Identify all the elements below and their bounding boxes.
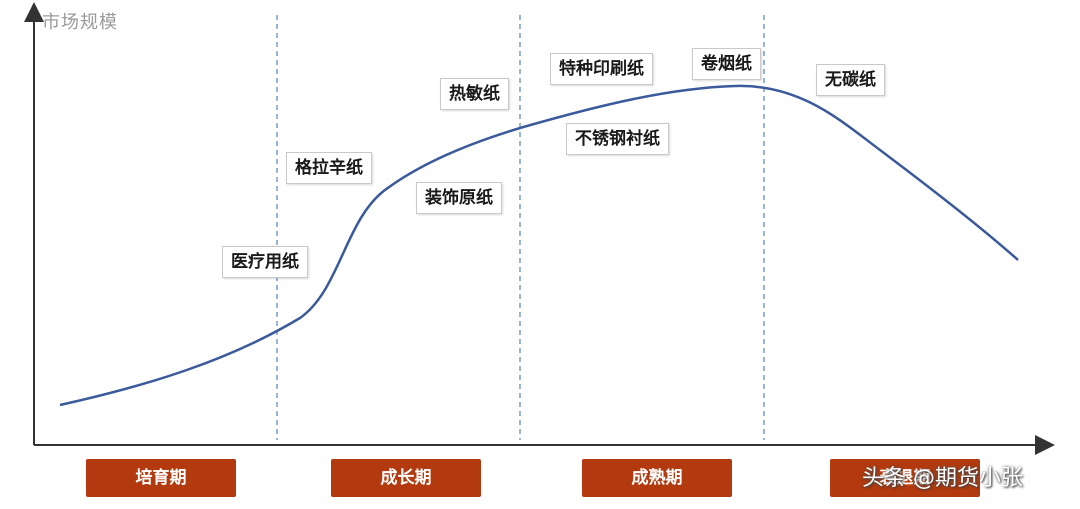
stage-maturity: 成熟期 — [582, 459, 732, 497]
lifecycle-curve — [59, 84, 1019, 407]
product-label-medical-paper: 医疗用纸 — [222, 246, 308, 278]
stage-incubation: 培育期 — [86, 459, 236, 497]
stage-growth: 成长期 — [331, 459, 481, 497]
product-label-cigarette-paper: 卷烟纸 — [692, 48, 761, 80]
product-label-glassine-paper: 格拉辛纸 — [286, 152, 372, 184]
product-label-decor-paper: 装饰原纸 — [416, 182, 502, 214]
product-label-carbonless-paper: 无碳纸 — [816, 64, 885, 96]
product-label-thermal-paper: 热敏纸 — [440, 78, 509, 110]
product-label-specialty-print-paper: 特种印刷纸 — [550, 53, 653, 85]
watermark: 头条 @期货小张 — [862, 466, 1023, 491]
y-axis-title: 市场规模 — [42, 12, 118, 33]
product-label-steel-interleaf-paper: 不锈钢衬纸 — [566, 123, 669, 155]
stage-decline: 衰退期 — [830, 459, 980, 497]
